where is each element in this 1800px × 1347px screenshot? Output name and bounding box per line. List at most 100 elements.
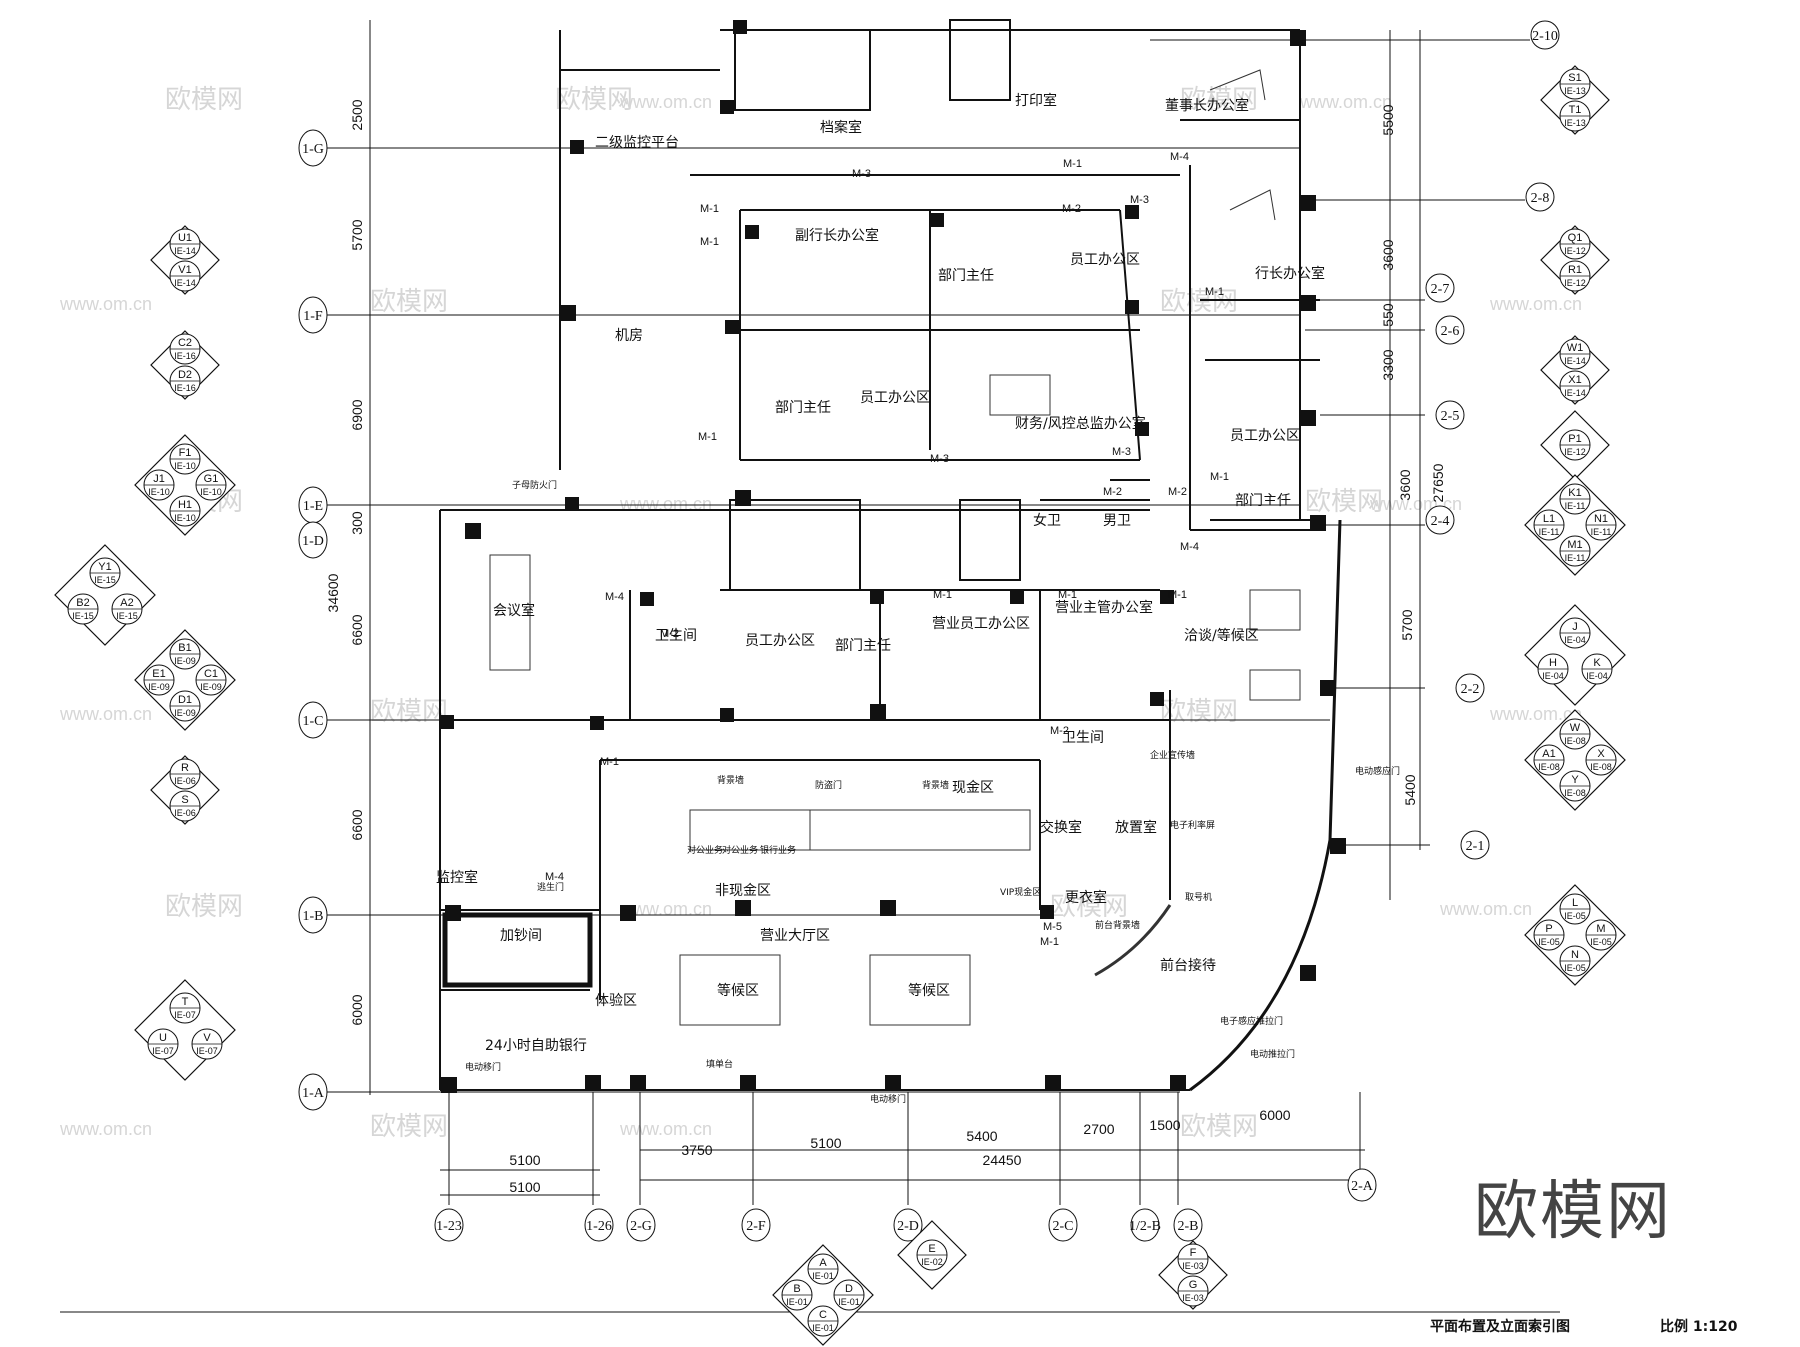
annotation-elevator_door1: 子母防火门	[512, 479, 557, 491]
room-label-dept4: 部门主任	[835, 638, 891, 654]
room-label-experience: 体验区	[595, 993, 637, 1009]
annotation-vip: VIP现金区	[1000, 886, 1041, 898]
axis-label: 2-10	[1532, 29, 1558, 44]
dimension-right: 5700	[1399, 609, 1415, 640]
annotation-front: 前台背景墙	[1095, 919, 1140, 931]
annotation-glassdoor: 电动感应门	[1355, 765, 1400, 777]
annotation-entrance: 电动移门	[870, 1093, 906, 1105]
annotation-selfdoor: 电动移门	[465, 1061, 501, 1073]
elevation-tag-letter: W1	[1567, 342, 1584, 354]
elevation-tag-sheet: IE-15	[72, 611, 94, 621]
elevation-tag-letter: C	[819, 1309, 827, 1321]
axis-bubble: 1-26	[584, 1208, 614, 1242]
elevation-tag-sheet: IE-07	[196, 1046, 218, 1056]
elevation-tag-letter: G1	[204, 473, 219, 485]
axis-bubble: 1-D	[298, 521, 328, 559]
watermark-url: www.om.cn	[1299, 92, 1392, 112]
door-mark: M-1	[700, 203, 719, 215]
elevation-tag-letter: J1	[153, 473, 165, 485]
room-label-womens: 女卫	[1033, 512, 1061, 529]
door-mark: M-4	[1180, 541, 1199, 553]
annotation-pushdoor: 电动推拉门	[1250, 1048, 1295, 1060]
elevation-tag-sheet: IE-01	[838, 1297, 860, 1307]
structural-columns	[440, 20, 1346, 1093]
elevation-tag-sheet: IE-08	[1564, 788, 1586, 798]
elevation-tag-sheet: IE-01	[786, 1297, 808, 1307]
elevation-tag-letter: A	[819, 1257, 827, 1269]
elevation-tag-letter: D1	[178, 694, 192, 706]
elevation-tag-sheet: IE-01	[812, 1323, 834, 1333]
elevation-tag-letter: W	[1570, 722, 1581, 734]
door-mark: M-1	[700, 236, 719, 248]
room-label-selfbank: 24小时自助银行	[485, 1038, 587, 1054]
dimension-left: 6900	[349, 399, 365, 430]
elevation-tag-sheet: IE-10	[200, 487, 222, 497]
room-label-dept3: 部门主任	[1235, 493, 1291, 509]
watermark-text: 欧模网	[555, 85, 633, 115]
annotation-corp: 对公业务	[722, 844, 758, 856]
annotations: 子母防火门背景墙背景墙对公业务对公业务银行业务前台背景墙逃生门防盗门VIP现金区…	[465, 479, 1400, 1105]
elevation-tag-letter: L	[1572, 897, 1578, 909]
axis-bubble: 2-D	[893, 1208, 923, 1242]
elevation-tag-letter: P	[1545, 923, 1552, 935]
elevation-tag-sheet: IE-09	[148, 682, 170, 692]
elevation-tag-letter: K	[1593, 657, 1601, 669]
elevation-tag-sheet: IE-07	[152, 1046, 174, 1056]
room-label-president: 行长办公室	[1255, 265, 1325, 282]
annotation-bg_wall2: 背景墙	[922, 779, 949, 791]
axis-bubble: 2-10	[1530, 20, 1560, 50]
annotation-fire: 防盗门	[815, 779, 842, 791]
elevation-tag-sheet: IE-03	[1182, 1293, 1204, 1303]
door-mark: M-2	[1050, 725, 1069, 737]
dimension-right: 3600	[1397, 469, 1413, 500]
dimension-right: 3300	[1380, 349, 1396, 380]
dimension-bottom: 2700	[1083, 1121, 1114, 1137]
elevation-tag-letter: V	[203, 1032, 211, 1044]
elevation-tag-sheet: IE-10	[174, 513, 196, 523]
door-mark: M-5	[1043, 921, 1062, 933]
elevation-tag-sheet: IE-13	[1564, 86, 1586, 96]
elevation-tag-sheet: IE-14	[1564, 388, 1586, 398]
elevation-tag-letter: P1	[1568, 433, 1581, 445]
elevation-tag-sheet: IE-04	[1564, 635, 1586, 645]
dimension-bottom: 5400	[966, 1128, 997, 1144]
dimension-bottom: 5100	[810, 1135, 841, 1151]
axis-label: 1-B	[303, 909, 324, 924]
door-mark: M-1	[1205, 286, 1224, 298]
axis-label: 1-26	[586, 1219, 612, 1234]
room-label-staff4: 员工办公区	[745, 633, 815, 649]
axis-label: 1-23	[436, 1219, 462, 1234]
watermark-url: www.om.cn	[59, 704, 152, 724]
dimension-right: 5500	[1380, 104, 1396, 135]
elevation-tag-letter: B	[793, 1283, 800, 1295]
axis-bubble: 1-C	[298, 701, 328, 739]
elevation-tag-letter: A1	[1542, 748, 1555, 760]
elevation-tag-letter: X	[1597, 748, 1605, 760]
axis-label: 2-B	[1178, 1219, 1199, 1234]
axis-label: 1-F	[303, 309, 323, 324]
axis-label: 2-7	[1431, 282, 1450, 297]
axis-bubble: 1-B	[298, 896, 328, 934]
room-label-staff1: 员工办公区	[860, 390, 930, 406]
dimension-right: 3600	[1380, 239, 1396, 270]
elevation-tag-letter: D	[845, 1283, 853, 1295]
axis-bubble: 1-A	[298, 1073, 328, 1111]
elevation-tag-letter: H	[1549, 657, 1557, 669]
elevation-tag-sheet: IE-16	[174, 351, 196, 361]
axis-bubble: 2-6	[1435, 315, 1465, 345]
room-label-server: 机房	[615, 328, 643, 344]
watermark-text: 欧模网	[1180, 1112, 1258, 1142]
watermark-text: 欧模网	[1180, 85, 1258, 115]
axis-bubble: 2-2	[1455, 673, 1485, 703]
door-mark: M-3	[852, 168, 871, 180]
dimension-right: 27650	[1430, 463, 1446, 502]
axis-label: 1-E	[303, 499, 323, 514]
axis-label: 2-G	[630, 1219, 652, 1234]
